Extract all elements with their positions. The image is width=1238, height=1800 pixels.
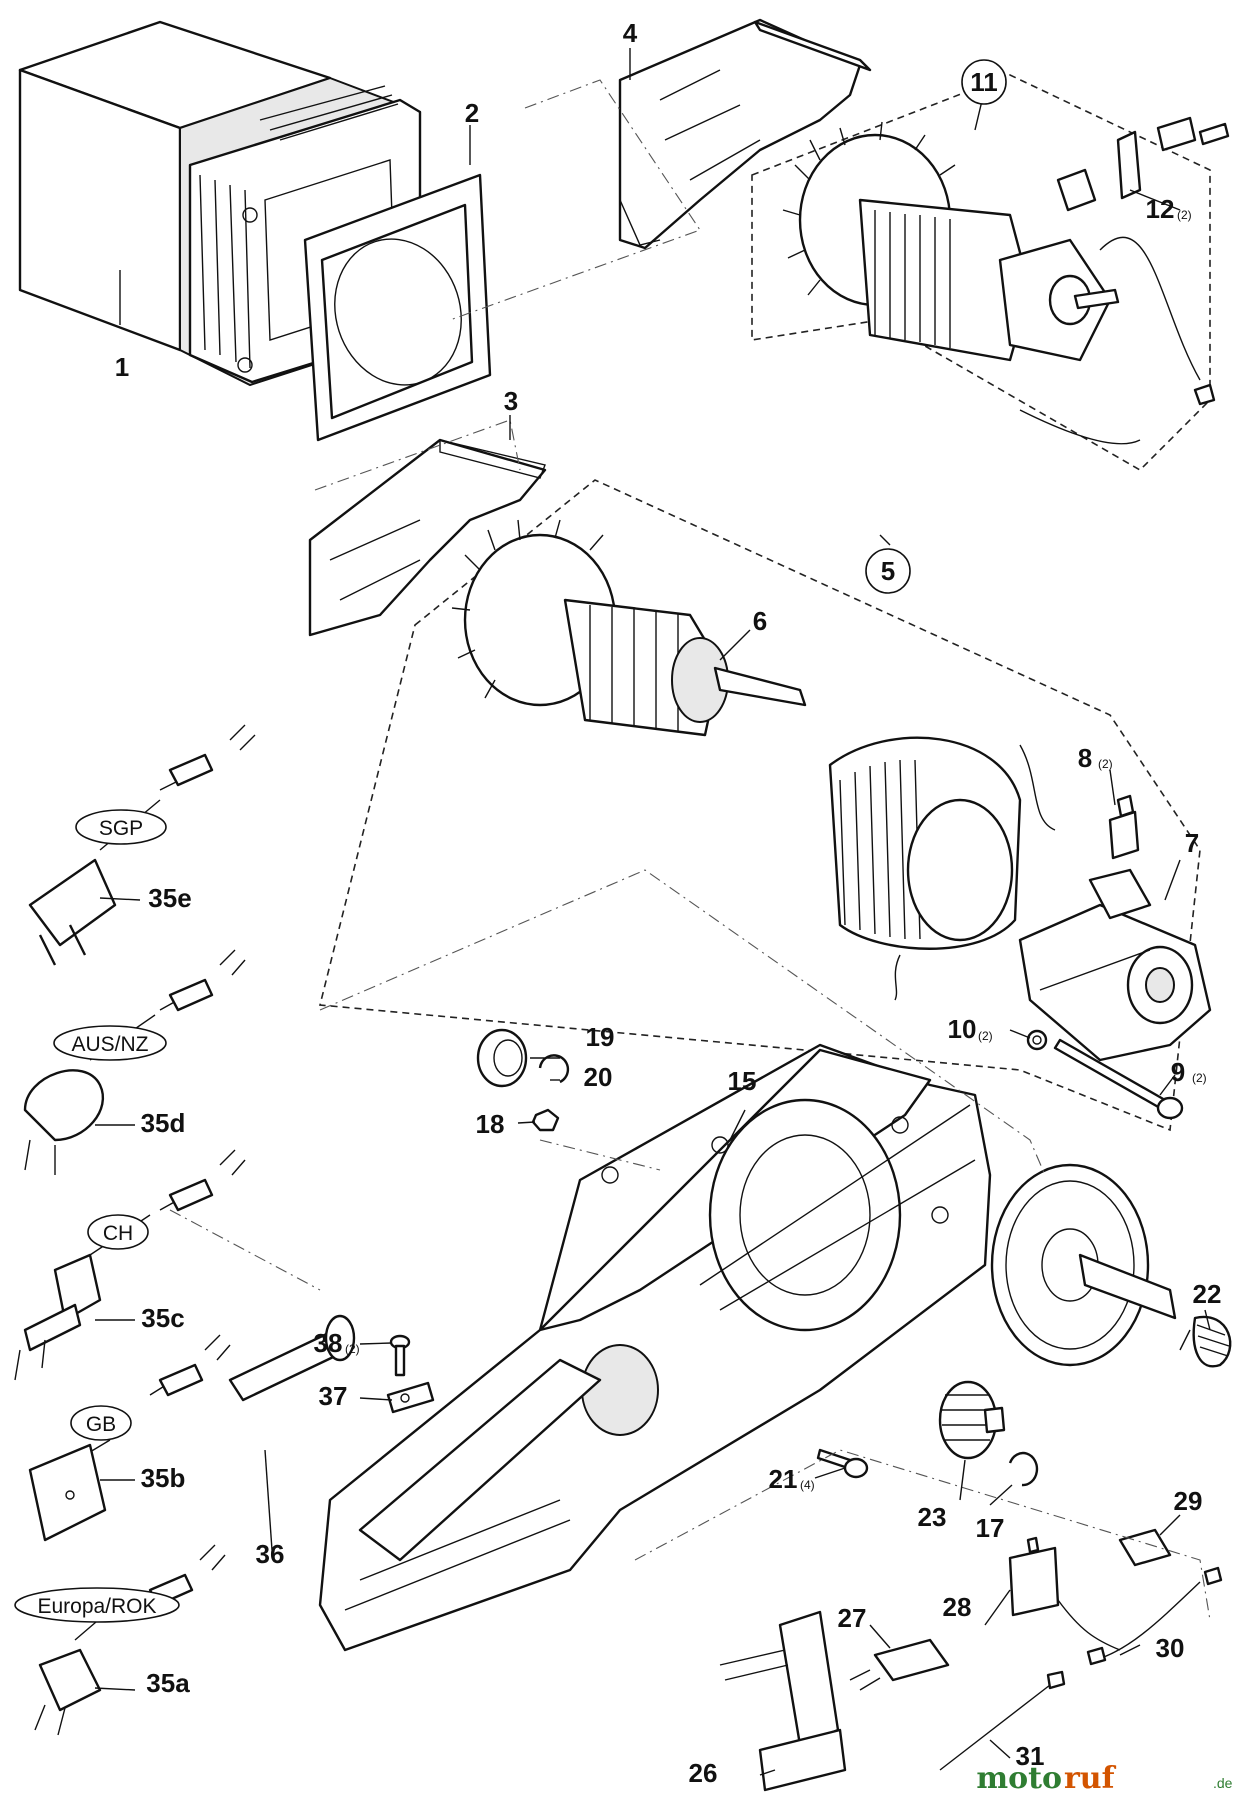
label-part-12-qty: (2)	[1177, 208, 1192, 222]
part-9-long-screw	[1053, 1038, 1184, 1120]
region-label-ausnz: AUS/NZ	[71, 1033, 148, 1056]
label-part-35b: 35b	[141, 1463, 186, 1493]
label-part-38-qty: (2)	[345, 1342, 360, 1356]
label-part-35d: 35d	[141, 1108, 186, 1138]
part-36-sleeve	[228, 1314, 356, 1402]
label-part-7: 7	[1185, 828, 1199, 858]
label-part-21: 21	[769, 1464, 798, 1494]
part-6-armature	[451, 519, 807, 737]
group-11-motor-kit	[751, 74, 1216, 471]
part-21-screw	[816, 1448, 869, 1479]
label-part-9: 9	[1171, 1057, 1185, 1087]
region-oval-sgp	[75, 809, 167, 845]
circle-5	[865, 548, 911, 594]
label-part-6: 6	[753, 606, 767, 636]
label-part-26: 26	[689, 1758, 718, 1788]
part-19-seal-ring	[476, 1028, 528, 1088]
watermark-part1: moto	[976, 1761, 1062, 1796]
label-part-22: 22	[1193, 1279, 1222, 1309]
label-part-35e: 35e	[148, 883, 191, 913]
region-oval-ausnz	[53, 1025, 167, 1061]
label-part-8: 8	[1078, 743, 1092, 773]
label-part-9-qty: (2)	[1192, 1071, 1207, 1085]
label-part-12: 12	[1146, 194, 1175, 224]
part-35c-cord-ch	[14, 1149, 246, 1381]
label-part-35c: 35c	[141, 1303, 184, 1333]
label-part-31: 31	[1016, 1741, 1045, 1771]
part-12-brush-parts	[1056, 116, 1230, 212]
part-8-carbon-brush	[1108, 794, 1140, 860]
label-part-36: 36	[256, 1539, 285, 1569]
label-part-21-qty: (4)	[800, 1478, 815, 1492]
label-part-38: 38	[314, 1328, 343, 1358]
part-18-nut	[531, 1108, 560, 1132]
part-28-suppressor	[1008, 1536, 1121, 1651]
label-part-1: 1	[115, 352, 129, 382]
label-part-17: 17	[976, 1513, 1005, 1543]
part-2-gasket-frame	[303, 173, 492, 442]
part-3-cover-shell	[308, 438, 547, 637]
region-label-europa: Europa/ROK	[37, 1595, 156, 1618]
label-part-11: 11	[970, 67, 998, 97]
label-part-30: 30	[1156, 1633, 1185, 1663]
part-4-cover-shell	[618, 18, 872, 250]
region-label-ch: CH	[103, 1222, 133, 1245]
part-35b-cord-gb	[28, 1334, 231, 1542]
label-part-10-qty: (2)	[978, 1029, 993, 1043]
part-31-wire	[939, 1670, 1066, 1771]
part-7-bearing-bracket	[1018, 868, 1212, 1062]
watermark-part2: ruf	[1064, 1761, 1117, 1796]
part-22-gear-shaft	[990, 1163, 1232, 1368]
group-5-armature-stator	[318, 479, 1201, 1132]
label-part-29: 29	[1174, 1486, 1203, 1516]
part-37-cable-clamp	[386, 1381, 435, 1414]
region-oval-gb	[70, 1405, 132, 1441]
label-part-3: 3	[504, 386, 518, 416]
label-part-4: 4	[623, 18, 638, 48]
part-17-retaining-ring	[1008, 1451, 1039, 1487]
label-part-23: 23	[918, 1502, 947, 1532]
label-part-19: 19	[586, 1022, 615, 1052]
part-10-washer	[1026, 1029, 1048, 1051]
region-oval-ch	[87, 1214, 149, 1250]
part-23-pinion	[938, 1380, 1006, 1460]
watermark-logo: moto ruf .de	[976, 1761, 1232, 1796]
part-30-wire	[1086, 1581, 1201, 1666]
region-oval-europa	[14, 1587, 180, 1623]
label-part-28: 28	[943, 1592, 972, 1622]
part-20-circlip	[538, 1054, 570, 1084]
label-part-35a: 35a	[146, 1668, 190, 1698]
part-29-connector	[1118, 1528, 1223, 1586]
label-part-27: 27	[838, 1603, 867, 1633]
part-27-capacitor	[849, 1638, 950, 1691]
label-part-20: 20	[584, 1062, 613, 1092]
part-35d-cord-ausnz	[23, 949, 246, 1175]
label-part-10: 10	[948, 1014, 977, 1044]
part-35e-cord-sgp	[28, 724, 256, 966]
label-part-15: 15	[728, 1066, 757, 1096]
part-26-switch	[719, 1610, 847, 1792]
part-35a-cord-europa	[34, 1544, 226, 1736]
circle-11	[961, 59, 1007, 105]
part-38-screw	[389, 1334, 411, 1377]
label-part-5: 5	[881, 556, 895, 586]
label-part-8-qty: (2)	[1098, 757, 1113, 771]
stator-field-coil	[828, 736, 1056, 1001]
watermark-suffix: .de	[1213, 1775, 1233, 1791]
region-label-sgp: SGP	[99, 817, 143, 840]
label-part-18: 18	[476, 1109, 505, 1139]
part-15-main-housing	[318, 1043, 992, 1652]
label-part-2: 2	[465, 98, 479, 128]
assembly-guide-lines	[169, 79, 1211, 1621]
region-label-gb: GB	[86, 1413, 116, 1436]
label-part-37: 37	[319, 1381, 348, 1411]
